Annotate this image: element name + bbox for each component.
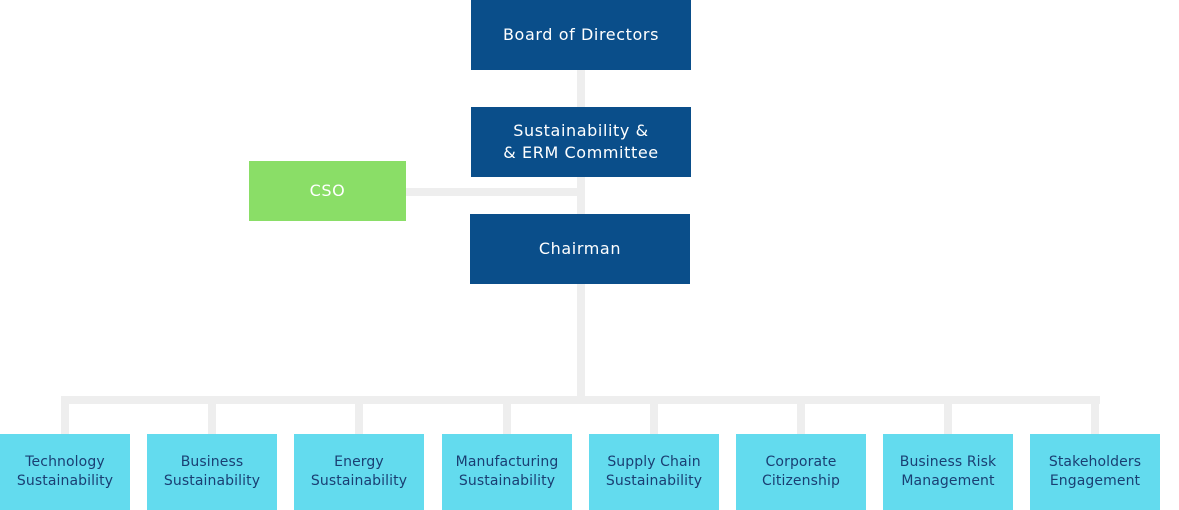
department-drop-connector xyxy=(355,396,363,434)
department-label: Corporate Citizenship xyxy=(762,454,840,489)
department-label: Business Risk Management xyxy=(899,454,997,489)
department-drop-connector xyxy=(61,396,69,434)
chairman-label: Chairman xyxy=(538,239,622,258)
cso-node: CSO xyxy=(249,161,406,221)
board-of-directors-label: Board of Directors xyxy=(502,25,660,44)
connector-chairman-to-departments xyxy=(577,284,585,396)
department-node-manufacturing-sustainability: Manufacturing Sustainability xyxy=(442,434,572,510)
department-label: Supply Chain Sustainability xyxy=(605,454,703,489)
department-drop-connector xyxy=(944,396,952,434)
connector-department-bus xyxy=(61,396,1100,404)
sustainability-erm-committee-label: Sustainability & & ERM Committee xyxy=(503,121,659,162)
chairman-node: Chairman xyxy=(470,214,690,284)
department-label: Energy Sustainability xyxy=(310,454,408,489)
department-node-technology-sustainability: Technology Sustainability xyxy=(0,434,130,510)
cso-label: CSO xyxy=(309,181,346,200)
department-label: Stakeholders Engagement xyxy=(1048,454,1142,489)
sustainability-erm-committee-node: Sustainability & & ERM Committee xyxy=(471,107,691,177)
connector-cso xyxy=(406,188,581,196)
department-label: Business Sustainability xyxy=(163,454,261,489)
department-label: Technology Sustainability xyxy=(16,454,114,489)
department-node-business-risk-management: Business Risk Management xyxy=(883,434,1013,510)
department-drop-connector xyxy=(650,396,658,434)
department-node-energy-sustainability: Energy Sustainability xyxy=(294,434,424,510)
department-node-corporate-citizenship: Corporate Citizenship xyxy=(736,434,866,510)
department-node-stakeholders-engagement: Stakeholders Engagement xyxy=(1030,434,1160,510)
board-of-directors-node: Board of Directors xyxy=(471,0,691,70)
department-node-business-sustainability: Business Sustainability xyxy=(147,434,277,510)
department-drop-connector xyxy=(208,396,216,434)
department-label: Manufacturing Sustainability xyxy=(455,454,559,489)
department-drop-connector xyxy=(797,396,805,434)
department-drop-connector xyxy=(1091,396,1099,434)
department-node-supply-chain-sustainability: Supply Chain Sustainability xyxy=(589,434,719,510)
department-drop-connector xyxy=(503,396,511,434)
